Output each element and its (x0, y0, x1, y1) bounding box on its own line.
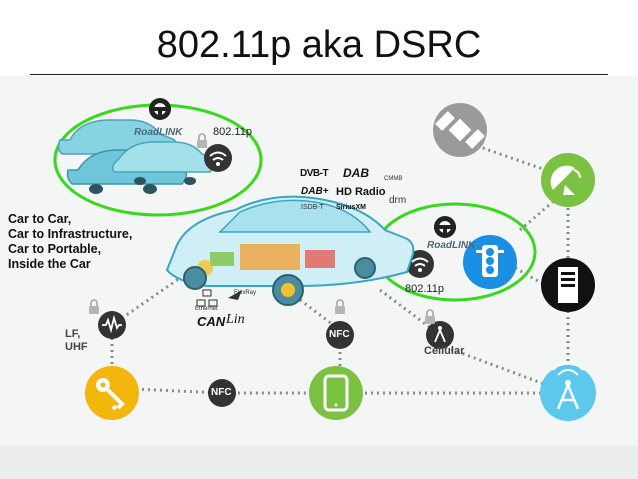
wifi-icon (204, 144, 232, 172)
smartphone-icon (309, 366, 363, 420)
can-logo: CAN (197, 314, 226, 329)
use-case-item: Car to Car, (8, 212, 72, 226)
lock-icon (89, 299, 99, 314)
ethernet-label: Ethernet (195, 306, 218, 312)
line-key-nfc-phone (111, 386, 335, 395)
lock-icon (335, 299, 345, 314)
cellular-label: Cellular (424, 345, 465, 357)
ethernet-logo (196, 289, 218, 307)
cellular-icon (426, 321, 454, 349)
title-divider (30, 74, 608, 75)
use-case-item: Car to Portable, (8, 242, 102, 256)
line-car-nfc (299, 298, 341, 332)
car-xray-image (165, 195, 415, 306)
siriusxm-logo: SiriusXM (336, 204, 366, 211)
nfc-label-bottom: NFC (211, 387, 232, 398)
roadlink-logo-left: RoadLINK (134, 127, 183, 138)
wifi-label-left: 802.11p (213, 126, 252, 138)
hd-radio-logo: HD Radio (336, 186, 386, 198)
satellite-icon (433, 103, 487, 157)
satellite-dish-icon (541, 153, 595, 207)
use-case-item: Inside the Car (8, 257, 91, 271)
lf-uhf-label: LF, UHF (65, 328, 88, 354)
nfc-icon (208, 379, 236, 407)
line-light-dish (519, 198, 556, 232)
drm-logo: drm (389, 195, 407, 206)
wifi-label-right: 802.11p (405, 283, 444, 295)
nfc-icon (326, 321, 354, 349)
line-car-cellular (379, 288, 441, 337)
server-icon (541, 258, 595, 312)
dab-logo: DAB (343, 166, 369, 180)
car-cluster-image (57, 119, 216, 194)
roadlink-logo-right: RoadLINK (427, 240, 476, 251)
isdb-logo: ISDB-T (301, 204, 324, 211)
cmmb-logo: CMMB (384, 176, 403, 182)
page-title: 802.11p aka DSRC (156, 24, 482, 66)
footer-band (0, 446, 638, 479)
dab-plus-logo: DAB+ (301, 186, 329, 197)
uhf-label: UHF (65, 341, 88, 353)
lin-logo: Lin (226, 312, 245, 327)
use-case-list: Car to Car, Car to Infrastructure, Car t… (8, 212, 132, 272)
flexray-logo (228, 290, 242, 300)
use-case-item: Car to Infrastructure, (8, 227, 133, 241)
lock-icon (197, 133, 207, 148)
steering-wheel-icon (434, 216, 456, 238)
cell-tower-icon (540, 361, 596, 421)
waveform-icon (98, 311, 126, 339)
steering-wheel-icon (149, 98, 171, 120)
dvbt-logo: DVB-T (300, 168, 329, 179)
lock-icon (425, 309, 435, 324)
traffic-light-icon (463, 235, 517, 289)
nfc-label-phone: NFC (329, 329, 350, 340)
flexray-label: FlexRay (234, 290, 257, 296)
lf-label: LF, (65, 328, 81, 340)
key-icon (85, 366, 139, 420)
